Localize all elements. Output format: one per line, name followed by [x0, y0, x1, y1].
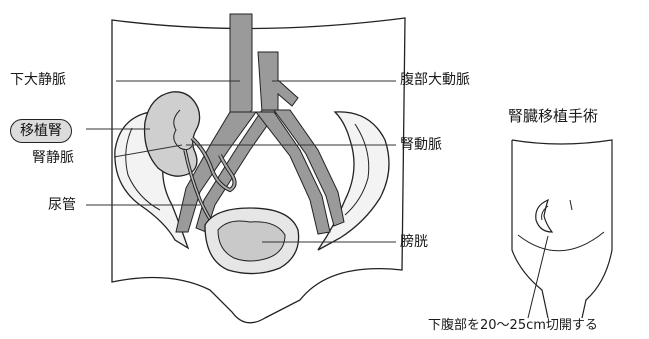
label-aorta: 腹部大動脈 [400, 72, 470, 88]
navel-mark [570, 200, 572, 210]
label-renal-vein: 腎静脈 [32, 150, 74, 166]
label-ureter: 尿管 [48, 197, 76, 213]
incision-mark [536, 200, 552, 232]
label-ivc: 下大静脈 [10, 72, 66, 88]
inset-title: 腎臓移植手術 [508, 108, 598, 124]
inset-waist-curve [518, 232, 604, 251]
label-bladder: 膀胱 [400, 234, 428, 250]
inset-figure [512, 140, 612, 318]
inset-caption: 下腹部を20～25cm切開する [428, 318, 598, 334]
label-renal-artery: 腎動脈 [400, 137, 442, 153]
inset-torso [512, 140, 612, 318]
label-transplant-kidney: 移植腎 [10, 119, 72, 143]
